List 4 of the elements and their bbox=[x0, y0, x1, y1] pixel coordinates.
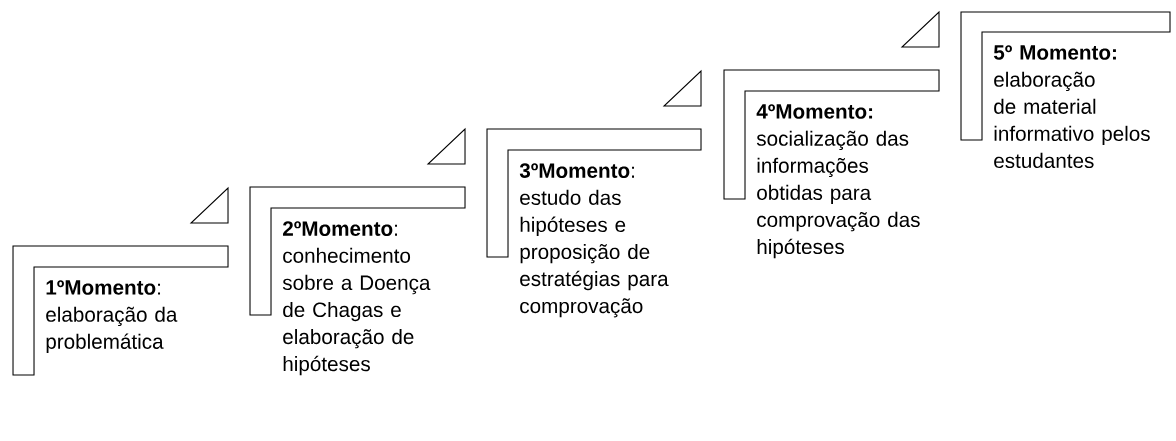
node-label: comprovação das hipóteses bbox=[757, 211, 920, 259]
node-label: estudantes bbox=[994, 152, 1094, 169]
node-label: elaboração de hipóteses bbox=[283, 328, 414, 376]
node-label: estratégias para comprovação bbox=[520, 270, 669, 318]
